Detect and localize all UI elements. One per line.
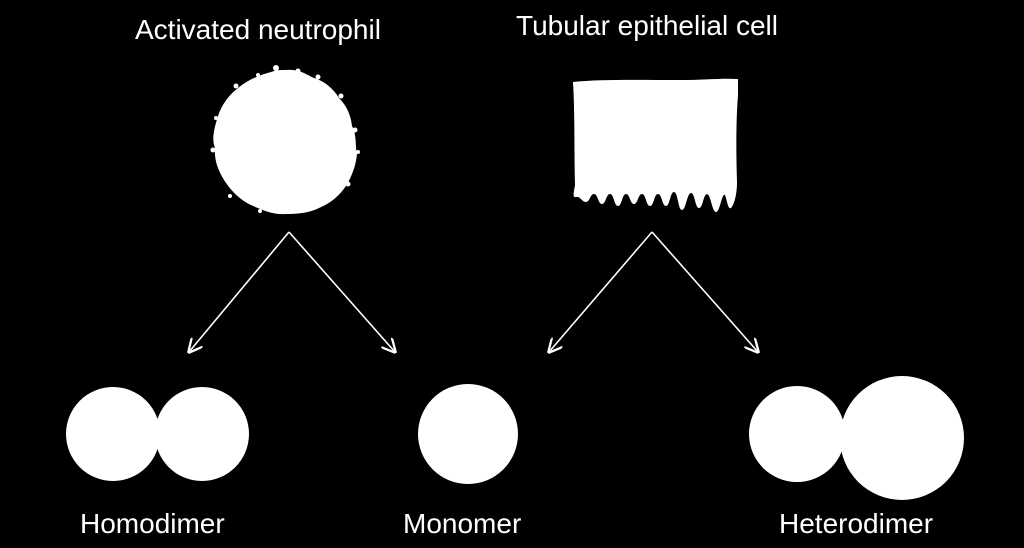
monomer-shape: [418, 384, 518, 484]
tubular-epithelial-cell-label: Tubular epithelial cell: [516, 10, 778, 41]
monomer-label: Monomer: [403, 508, 522, 539]
heterodimer-label: Heterodimer: [779, 508, 934, 539]
heterodimer-shape: [749, 376, 964, 500]
arrows: [189, 231, 758, 352]
arrow-neutrophil-to-monomer: [288, 231, 395, 352]
arrow-tubular-to-monomer: [549, 231, 653, 352]
homodimer-shape: [66, 387, 249, 481]
arrow-neutrophil-to-homodimer: [189, 231, 290, 352]
arrow-tubular-to-heterodimer: [651, 231, 758, 352]
activated-neutrophil-shape: [210, 65, 360, 215]
activated-neutrophil-label: Activated neutrophil: [135, 14, 381, 45]
homodimer-label: Homodimer: [80, 508, 225, 539]
tubular-epithelial-cell-shape: [573, 78, 738, 212]
